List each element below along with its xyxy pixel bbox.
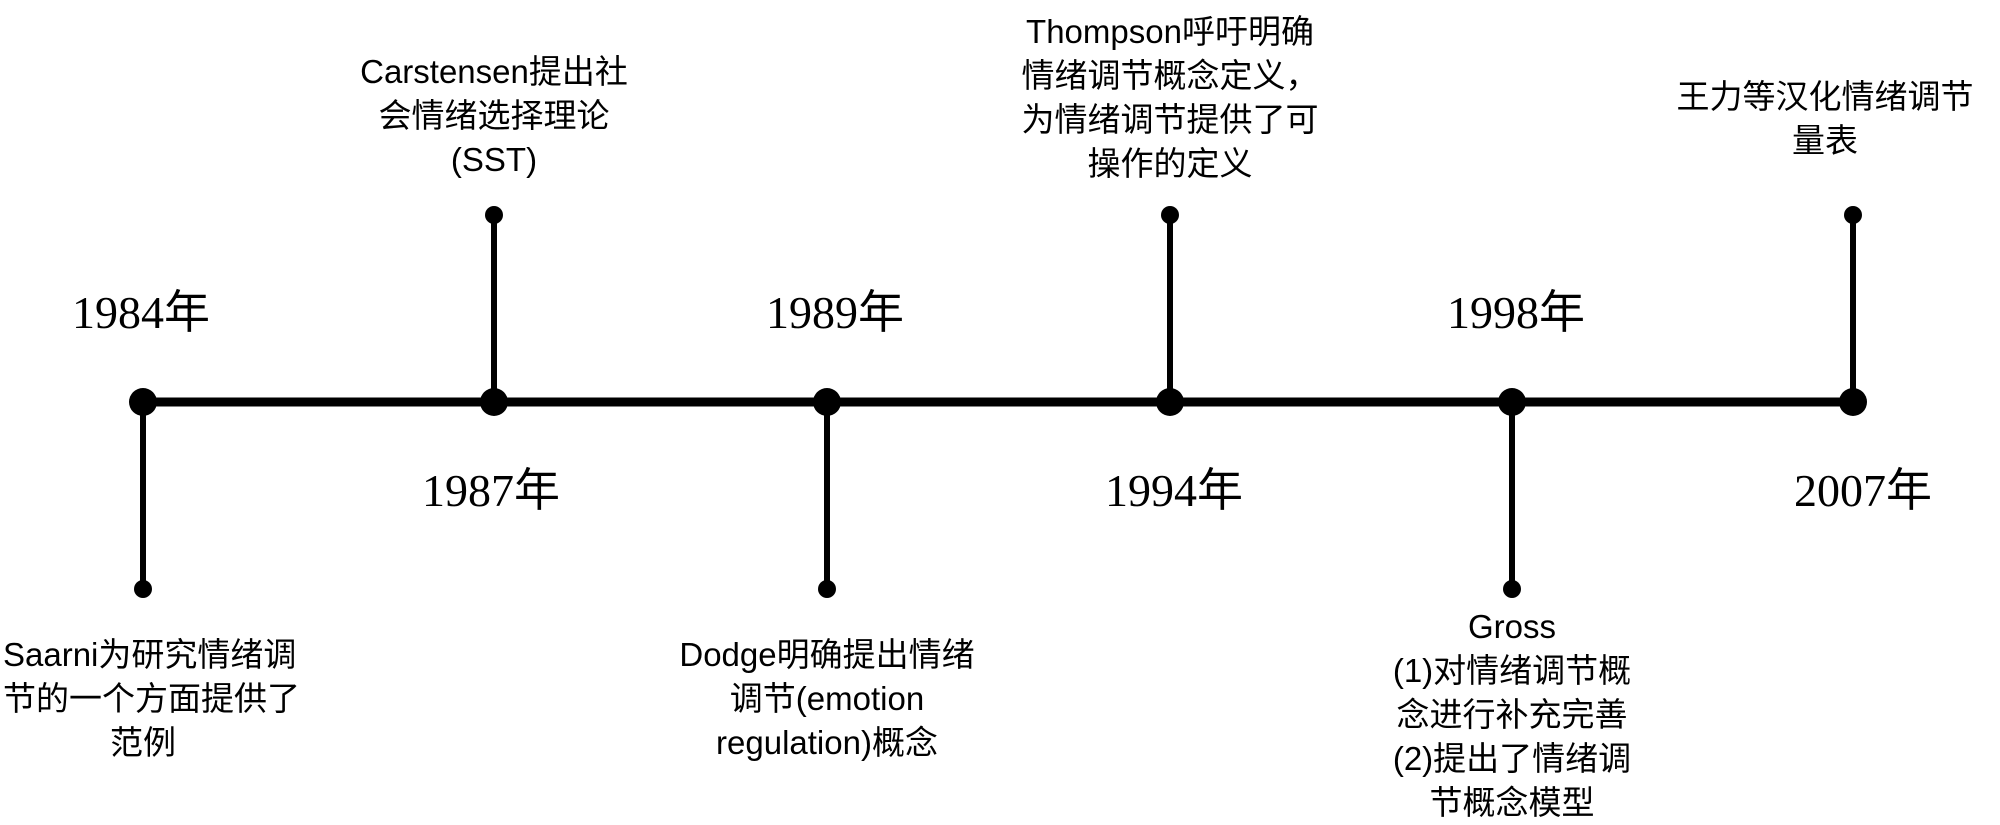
- year-label-1994: 1994年: [1105, 465, 1243, 516]
- event-desc-1987: Carstensen提出社 会情绪选择理论 (SST): [354, 50, 634, 182]
- year-label-1984: 1984年: [72, 287, 210, 338]
- desc-line: 节的一个方面提供了: [3, 680, 300, 717]
- desc-line: Dodge明确提出情绪: [679, 636, 975, 673]
- node-1998: [1498, 388, 1526, 416]
- desc-line: 操作的定义: [1087, 145, 1253, 182]
- end-dot-2007: [1844, 206, 1862, 224]
- end-dot-1984: [134, 580, 152, 598]
- end-dot-1998: [1503, 580, 1521, 598]
- node-1984: [129, 388, 157, 416]
- node-1987: [480, 388, 508, 416]
- node-2007: [1839, 388, 1867, 416]
- event-desc-1989: Dodge明确提出情绪 调节(emotion regulation)概念: [667, 633, 987, 765]
- year-label-1998: 1998年: [1447, 287, 1585, 338]
- desc-line: regulation)概念: [716, 724, 938, 761]
- desc-line: 调节(emotion: [729, 680, 925, 717]
- end-dot-1987: [485, 206, 503, 224]
- desc-line: Gross: [1467, 608, 1556, 645]
- event-desc-2007: 王力等汉化情绪调节 量表: [1655, 75, 1995, 163]
- event-desc-1998: Gross (1)对情绪调节概 念进行补充完善 (2)提出了情绪调 节概念模型: [1372, 605, 1652, 825]
- desc-line: (1)对情绪调节概: [1392, 652, 1632, 689]
- end-dot-1989: [818, 580, 836, 598]
- year-label-1987: 1987年: [422, 465, 560, 516]
- desc-line: 会情绪选择理论: [378, 97, 610, 134]
- year-label-2007: 2007年: [1794, 465, 1932, 516]
- node-1989: [813, 388, 841, 416]
- event-desc-1984: Saarni为研究情绪调 节的一个方面提供了 范例: [3, 633, 300, 765]
- desc-line: (SST): [450, 141, 538, 178]
- desc-line: 念进行补充完善: [1396, 696, 1628, 733]
- desc-line: 量表: [1792, 122, 1858, 159]
- desc-line: 情绪调节概念定义，: [1021, 57, 1319, 94]
- desc-line: 范例: [110, 724, 176, 761]
- desc-line: 节概念模型: [1429, 784, 1595, 821]
- event-desc-1994: Thompson呼吁明确 情绪调节概念定义， 为情绪调节提供了可 操作的定义: [1010, 10, 1330, 186]
- desc-line: Saarni为研究情绪调: [3, 636, 297, 673]
- year-label-1989: 1989年: [766, 287, 904, 338]
- desc-line: 王力等汉化情绪调节: [1676, 78, 1974, 115]
- end-dot-1994: [1161, 206, 1179, 224]
- desc-line: Thompson呼吁明确: [1026, 13, 1314, 50]
- desc-line: Carstensen提出社: [360, 53, 628, 90]
- desc-line: (2)提出了情绪调: [1392, 740, 1632, 777]
- node-1994: [1156, 388, 1184, 416]
- desc-line: 为情绪调节提供了可: [1021, 101, 1319, 138]
